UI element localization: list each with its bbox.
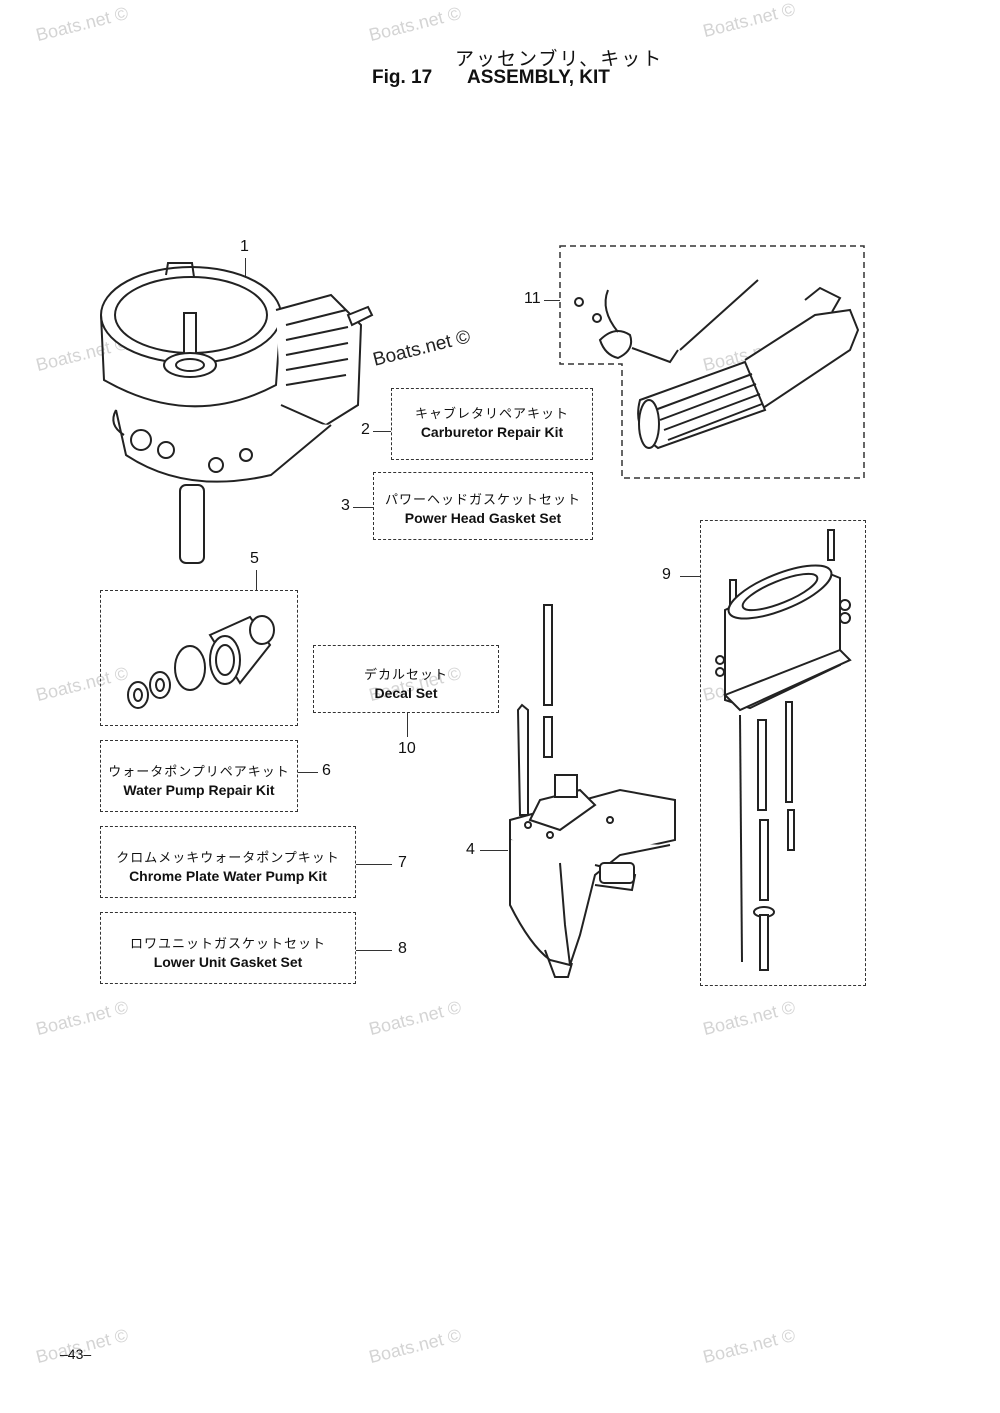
leader-line xyxy=(407,713,408,737)
leader-line xyxy=(256,570,257,590)
callout-6: 6 xyxy=(322,762,331,779)
watermark: Boats.net © xyxy=(370,326,473,371)
watermark: Boats.net © xyxy=(33,2,131,46)
watermark: Boats.net © xyxy=(700,0,798,42)
watermark: Boats.net © xyxy=(700,1324,798,1368)
callout-4: 4 xyxy=(466,841,475,858)
kit-name-jp: パワーヘッドガスケットセット xyxy=(384,493,581,508)
kit-name-en: Water Pump Repair Kit xyxy=(123,782,275,798)
tiller-handle-illustration xyxy=(574,279,860,450)
drive-shaft-housing-box xyxy=(700,520,866,986)
figure-label: Fig. 17 xyxy=(372,67,433,88)
water-pump-parts-box xyxy=(100,590,298,726)
callout-5: 5 xyxy=(250,550,259,567)
watermark: Boats.net © xyxy=(366,2,464,46)
leader-line xyxy=(480,850,508,851)
drive-shaft-housing-illustration xyxy=(715,529,852,971)
leader-line xyxy=(298,772,318,773)
kit-box-power-head-gasket: パワーヘッドガスケットセット Power Head Gasket Set xyxy=(373,472,593,540)
watermark: Boats.net © xyxy=(366,1324,464,1368)
watermark: Boats.net © xyxy=(366,996,464,1040)
callout-9: 9 xyxy=(662,566,671,583)
callout-7: 7 xyxy=(398,854,407,871)
callout-11: 11 xyxy=(524,290,541,307)
kit-box-carburetor-repair: キャブレタリペアキット Carburetor Repair Kit xyxy=(391,388,593,460)
kit-name-jp: クロムメッキウォータポンプキット xyxy=(116,851,340,866)
leader-line xyxy=(373,431,391,432)
leader-line xyxy=(356,950,392,951)
kit-box-lower-unit-gasket: ロワユニットガスケットセット Lower Unit Gasket Set xyxy=(100,912,356,984)
kit-box-water-pump-repair: ウォータポンプリペアキット Water Pump Repair Kit xyxy=(100,740,298,812)
leader-line xyxy=(245,258,246,280)
kit-name-en: Power Head Gasket Set xyxy=(404,510,562,526)
leader-line xyxy=(680,576,700,577)
powerhead-illustration xyxy=(100,262,374,564)
callout-2: 2 xyxy=(361,421,370,438)
leader-line xyxy=(356,864,392,865)
watermark: Boats.net © xyxy=(700,996,798,1040)
watermark: Boats.net © xyxy=(33,996,131,1040)
callout-1: 1 xyxy=(240,238,249,255)
kit-name-jp: キャブレタリペアキット xyxy=(414,407,569,422)
leader-line xyxy=(353,507,373,508)
kit-name-jp: ロワユニットガスケットセット xyxy=(129,937,326,952)
tiller-handle-boundary xyxy=(559,245,865,479)
callout-10: 10 xyxy=(398,740,416,757)
kit-box-chrome-plate-water-pump: クロムメッキウォータポンプキット Chrome Plate Water Pump… xyxy=(100,826,356,898)
kit-name-jp: デカルセット xyxy=(363,668,448,683)
title-japanese: アッセンブリ、キット xyxy=(455,48,664,70)
kit-name-jp: ウォータポンプリペアキット xyxy=(108,765,290,780)
page-number: –43– xyxy=(60,1346,92,1362)
kit-name-en: Lower Unit Gasket Set xyxy=(153,954,303,970)
kit-name-en: Chrome Plate Water Pump Kit xyxy=(129,868,327,884)
kit-name-en: Decal Set xyxy=(374,685,438,701)
callout-3: 3 xyxy=(341,497,350,514)
kit-name-en: Carburetor Repair Kit xyxy=(420,424,564,440)
callout-8: 8 xyxy=(398,940,407,957)
water-pump-parts-illustration xyxy=(127,615,275,709)
kit-box-decal-set: デカルセット Decal Set xyxy=(313,645,499,713)
leader-line xyxy=(544,300,560,301)
lower-unit-illustration xyxy=(509,604,676,978)
title-english: ASSEMBLY, KIT xyxy=(467,67,610,88)
